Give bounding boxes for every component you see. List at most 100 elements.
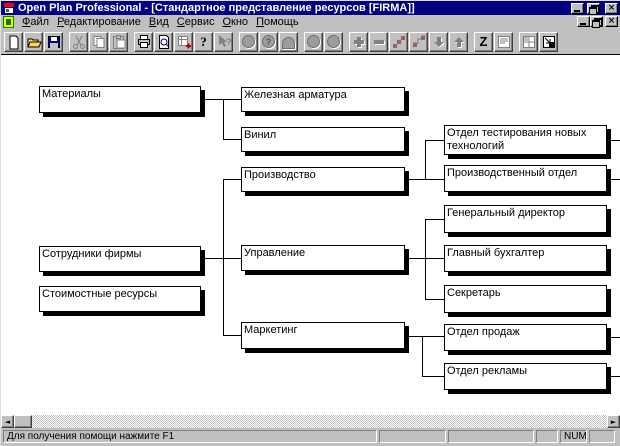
title-bar: Open Plan Professional - [Стандартное пр… <box>1 1 620 15</box>
menu-help[interactable]: Помощь <box>256 15 299 28</box>
minus-icon <box>373 39 385 45</box>
save-floppy-icon <box>47 35 60 48</box>
resource-box-materials[interactable]: Материалы <box>39 86 201 113</box>
mdi-minimize-button[interactable] <box>577 16 590 27</box>
resource-box-production-dept[interactable]: Производственный отдел <box>444 165 607 192</box>
cut-button[interactable] <box>69 31 88 52</box>
connector-line <box>607 376 620 377</box>
window-split-icon <box>522 35 535 48</box>
restore-icon <box>588 4 599 15</box>
down-arrow-icon <box>433 36 445 48</box>
paste-button[interactable] <box>109 31 128 52</box>
close-icon: × <box>607 2 616 13</box>
menu-file[interactable]: Файл <box>22 15 50 28</box>
connector-line <box>223 335 241 336</box>
close-icon: × <box>607 16 616 26</box>
circle-icon <box>327 35 340 48</box>
letter-z-icon: Z <box>479 34 488 49</box>
menu-edit[interactable]: Редактирование <box>57 15 141 28</box>
resource-box-chief-accountant[interactable]: Главный бухгалтер <box>444 245 607 272</box>
scroll-left-button[interactable]: ◄ <box>1 415 14 428</box>
connector-line <box>201 99 241 100</box>
status-panel <box>448 430 534 443</box>
connector-line <box>223 99 224 139</box>
tool-circle-1-button[interactable] <box>239 31 258 52</box>
resource-box-iron-fittings[interactable]: Железная арматура <box>241 87 405 112</box>
minimize-button[interactable] <box>571 2 584 14</box>
window-corner-arrow-icon <box>542 35 555 48</box>
connector-line <box>425 219 426 299</box>
resource-box-label: Генеральный директор <box>447 207 565 219</box>
outline-steps-button[interactable] <box>409 31 428 52</box>
table-plus-icon <box>177 35 191 48</box>
tool-circle-4-button[interactable] <box>324 31 343 52</box>
connector-line <box>425 140 444 141</box>
arrow-question-icon: ? <box>218 34 231 47</box>
save-button[interactable] <box>44 31 63 52</box>
form-view-button[interactable] <box>494 31 513 52</box>
resource-box-secretary[interactable]: Секретарь <box>444 285 607 313</box>
resource-box-label: Производство <box>244 169 316 181</box>
menu-tools[interactable]: Сервис <box>176 15 215 28</box>
tool-arch-button[interactable] <box>279 31 298 52</box>
resource-box-management[interactable]: Управление <box>241 245 405 271</box>
status-panel <box>589 430 615 443</box>
copy-button[interactable] <box>89 31 108 52</box>
open-button[interactable] <box>24 31 43 52</box>
menu-window[interactable]: Окно <box>222 15 249 28</box>
print-button[interactable] <box>134 31 153 52</box>
resource-box-label: Производственный отдел <box>447 167 578 179</box>
toolbar: ? ? Z <box>1 29 620 55</box>
connector-line <box>223 179 224 335</box>
resource-box-sales-dept[interactable]: Отдел продаж <box>444 324 607 351</box>
magnifier-page-icon <box>158 34 169 49</box>
resource-box-cost-resources[interactable]: Стоимостные ресурсы <box>39 286 201 312</box>
resource-box-vinyl[interactable]: Винил <box>241 127 405 152</box>
resource-box-new-tech-testing[interactable]: Отдел тестирования новых технологий <box>444 125 607 155</box>
mdi-restore-button[interactable] <box>590 16 603 28</box>
printer-icon <box>137 34 150 48</box>
sort-button[interactable]: Z <box>474 31 493 52</box>
resource-box-label: Отдел продаж <box>447 326 520 338</box>
resource-box-advertising-dept[interactable]: Отдел рекламы <box>444 363 607 390</box>
arch-icon <box>282 36 295 49</box>
add-item-button[interactable] <box>349 31 368 52</box>
move-down-button[interactable] <box>429 31 448 52</box>
resource-box-label: Маркетинг <box>244 324 298 336</box>
scrollbar-thumb[interactable] <box>14 415 32 428</box>
horizontal-scrollbar[interactable]: ◄ ► <box>1 415 620 428</box>
split-window-button[interactable] <box>519 31 538 52</box>
connector-line <box>425 299 444 300</box>
resource-box-marketing[interactable]: Маркетинг <box>241 322 405 349</box>
connector-line <box>201 258 241 259</box>
scissors-icon <box>72 35 85 49</box>
context-help-button[interactable]: ? <box>214 31 233 52</box>
resource-box-company-employees[interactable]: Сотрудники фирмы <box>39 246 201 272</box>
tool-circle-3-button[interactable] <box>304 31 323 52</box>
status-message: Для получения помощи нажмите F1 <box>3 430 377 443</box>
close-button[interactable]: × <box>605 2 618 14</box>
resource-box-production[interactable]: Производство <box>241 167 405 192</box>
connector-line <box>607 179 620 180</box>
connector-line <box>405 336 444 337</box>
mdi-close-button[interactable]: × <box>605 16 618 27</box>
clipboard-icon <box>112 34 125 49</box>
tool-circle-2-button[interactable] <box>259 31 278 52</box>
resource-box-general-director[interactable]: Генеральный директор <box>444 205 607 233</box>
new-button[interactable] <box>4 31 23 52</box>
connector-line <box>607 337 620 338</box>
move-up-button[interactable] <box>449 31 468 52</box>
restore-button[interactable] <box>587 2 600 15</box>
new-document-icon <box>9 35 18 49</box>
arrange-window-button[interactable] <box>539 31 558 52</box>
left-arrow-icon: ◄ <box>4 417 11 426</box>
question-mark-icon: ? <box>200 33 207 49</box>
menu-view[interactable]: Вид <box>148 15 169 28</box>
link-items-button[interactable] <box>389 31 408 52</box>
resource-editor-button[interactable] <box>174 31 193 52</box>
remove-item-button[interactable] <box>369 31 388 52</box>
scroll-right-button[interactable]: ► <box>607 415 620 428</box>
help-button[interactable]: ? <box>194 31 213 52</box>
minimize-icon <box>580 23 586 25</box>
print-preview-button[interactable] <box>154 31 173 52</box>
